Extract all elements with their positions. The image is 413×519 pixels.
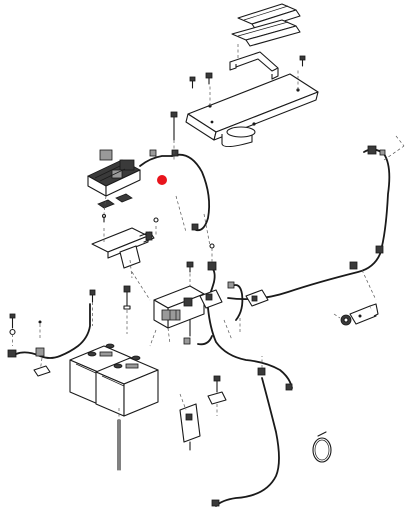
battery-positive-cable bbox=[183, 307, 293, 391]
highlight-marker-dot bbox=[157, 175, 167, 185]
fuse-pads bbox=[97, 193, 133, 223]
center-terminal-bracket bbox=[153, 261, 205, 345]
grommet-connector bbox=[333, 303, 379, 326]
cover-screws bbox=[189, 55, 306, 89]
battery-cover-plate bbox=[185, 51, 319, 148]
battery-right bbox=[95, 355, 159, 417]
hold-down-rod bbox=[117, 408, 121, 471]
small-ground-bracket bbox=[227, 281, 269, 332]
cable-tie-ring bbox=[312, 431, 332, 463]
alignment-guides bbox=[131, 195, 233, 347]
rubber-pads bbox=[231, 3, 301, 60]
main-wire-harness bbox=[227, 135, 405, 301]
fuse-box-cable bbox=[139, 111, 211, 232]
fuse-box-bracket bbox=[91, 217, 159, 279]
terminal-lug-assembly bbox=[199, 243, 223, 309]
left-terminal-cable bbox=[7, 303, 91, 377]
left-hardware-stack bbox=[9, 285, 131, 346]
fuse-relay-box bbox=[87, 149, 141, 197]
lower-center-bracket bbox=[179, 375, 227, 451]
battery-negative-cable bbox=[211, 356, 280, 507]
